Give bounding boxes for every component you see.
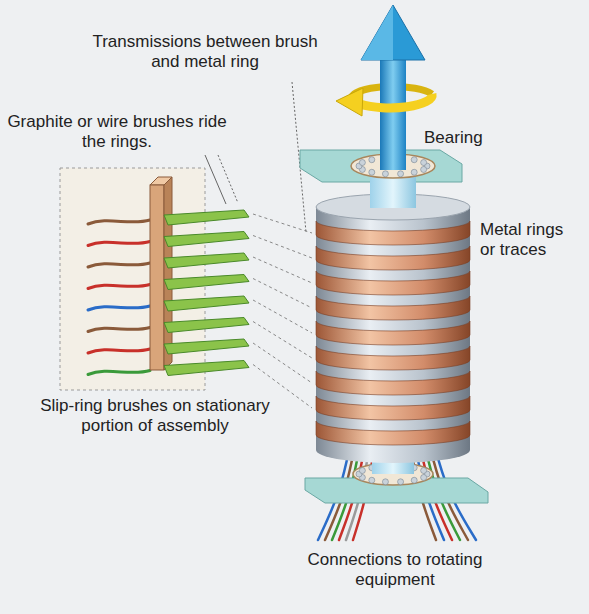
illustration-stroke [164,253,249,268]
metal-rings [316,221,470,445]
illustration-stroke [411,169,417,175]
illustration-stroke [253,322,312,359]
illustration-stroke [382,479,388,485]
part-label: Bearing [424,128,544,148]
illustration-stroke [316,271,470,295]
illustration-stroke [316,321,470,345]
illustration-stroke [316,221,470,245]
illustration-stroke [421,468,427,474]
illustration-stroke [164,296,249,311]
shaft-arrowhead [361,5,425,60]
brush-holder-side [164,177,172,370]
callout-label: Slip-ring brushes on stationary portion … [29,396,281,436]
illustration-stroke [164,318,249,333]
illustration-stroke [88,349,150,353]
brush-ring-leaders [253,214,312,408]
illustration-stroke [164,339,249,354]
illustration-stroke [164,361,249,376]
illustration-stroke [369,169,375,175]
illustration-stroke [88,263,150,267]
illustration-stroke [359,468,365,474]
illustration-stroke [316,421,470,445]
illustration-stroke [253,279,312,309]
illustration-stroke [316,396,470,420]
illustration-stroke [421,160,427,166]
illustration-stroke [382,171,388,177]
callout-label: Connections to rotating equipment [307,550,483,590]
illustration-stroke [88,328,150,332]
rotation-arrowhead [336,88,363,116]
illustration-stroke [88,220,150,224]
illustration-stroke [398,479,404,485]
rotor-body [316,207,470,450]
illustration-stroke [316,371,470,395]
illustration-stroke [88,242,150,246]
illustration-stroke [316,296,470,320]
illustration-stroke [359,160,365,166]
callout-label: Transmissions between brush and metal ri… [87,32,323,72]
illustration-stroke [253,343,312,383]
rotation-arrow [360,94,432,108]
illustration-stroke [411,157,417,163]
illustration-stroke [253,236,312,259]
callout-label: Graphite or wire brushes ride the rings. [6,112,228,152]
shaft [380,55,406,170]
illustration-stroke [316,346,470,370]
illustration-stroke [164,210,249,225]
illustration-stroke [411,477,417,483]
brushes [164,210,249,376]
leader-line [218,155,238,203]
shaft-arrowhead-shade [361,5,393,60]
illustration-stroke [88,285,150,289]
callout-label: Metal rings or traces [480,220,580,260]
illustration-stroke [253,214,312,233]
illustration-stroke [421,474,427,480]
brush-wires [88,220,150,375]
illustration-stroke [369,477,375,483]
illustration-stroke [88,306,150,310]
illustration-stroke [253,300,312,333]
illustration-stroke [398,171,404,177]
illustration-stroke [369,157,375,163]
illustration-stroke [421,166,427,172]
illustration-stroke [164,275,249,290]
illustration-stroke [316,246,470,270]
brush-holder [150,185,164,370]
illustration-stroke [88,371,150,375]
leader-line [205,155,226,204]
illustration-stroke [164,232,249,247]
illustration-stroke [253,257,312,283]
